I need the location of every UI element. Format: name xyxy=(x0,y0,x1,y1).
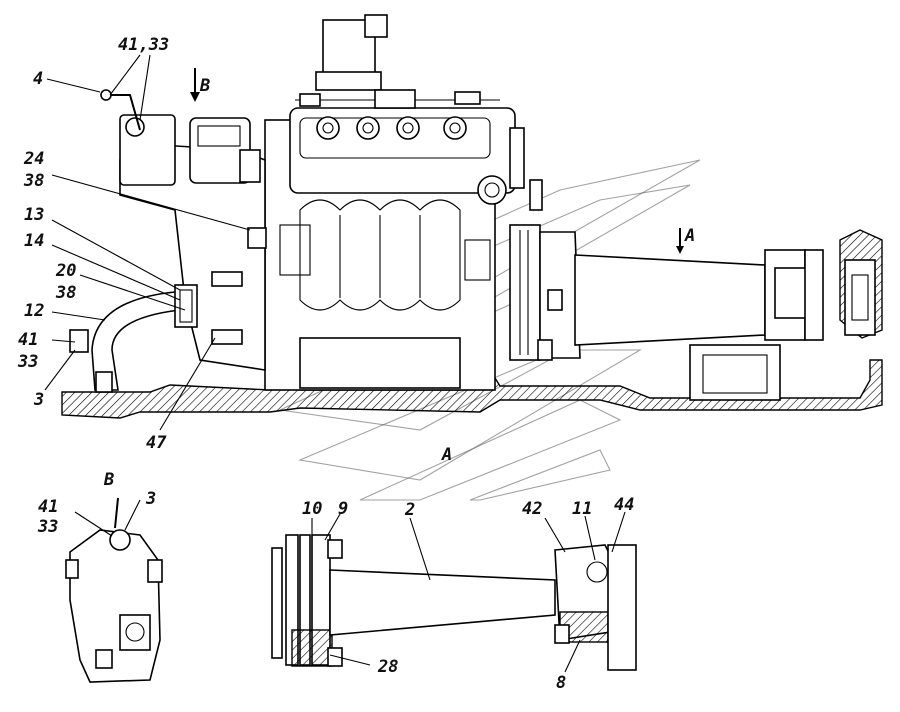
injector-row xyxy=(316,116,467,140)
drive-shaft xyxy=(574,254,766,346)
label-41-33-top: 41,33 xyxy=(118,35,169,55)
leader-lines xyxy=(44,54,684,673)
label-20: 20 xyxy=(55,261,76,281)
label-11: 11 xyxy=(572,499,592,519)
label-38-a: 38 xyxy=(23,171,44,191)
label-33-left: 33 xyxy=(17,352,38,372)
label-3-left: 3 xyxy=(33,390,44,410)
callout-labels: 41,33 4 B 24 38 13 14 20 38 12 41 33 3 4… xyxy=(17,35,695,693)
label-41-view: 41 xyxy=(38,497,58,517)
flywheel-housing xyxy=(509,224,541,361)
label-10: 10 xyxy=(302,499,322,519)
label-4: 4 xyxy=(33,69,43,89)
label-view-b-arrow: B xyxy=(199,76,210,96)
label-13: 13 xyxy=(24,205,44,225)
label-38-b: 38 xyxy=(55,283,76,303)
label-42: 42 xyxy=(522,499,542,519)
engine-assembly xyxy=(61,14,883,419)
label-24: 24 xyxy=(23,149,44,169)
label-2: 2 xyxy=(404,500,415,520)
label-8: 8 xyxy=(556,673,566,693)
view-b-detail xyxy=(65,497,163,683)
label-12: 12 xyxy=(24,301,44,321)
label-44: 44 xyxy=(614,495,634,515)
label-47: 47 xyxy=(146,433,167,453)
label-3-view: 3 xyxy=(145,489,156,509)
label-view-b: B xyxy=(103,470,114,490)
section-a-detail xyxy=(271,534,637,671)
label-33-view: 33 xyxy=(37,517,58,537)
label-section-a: A xyxy=(441,445,452,465)
label-14: 14 xyxy=(24,231,44,251)
label-28: 28 xyxy=(377,657,398,677)
frame-box-section xyxy=(689,344,781,401)
label-section-a-arrow: A xyxy=(684,226,695,246)
label-9: 9 xyxy=(338,499,348,519)
label-41-left: 41 xyxy=(18,330,38,350)
